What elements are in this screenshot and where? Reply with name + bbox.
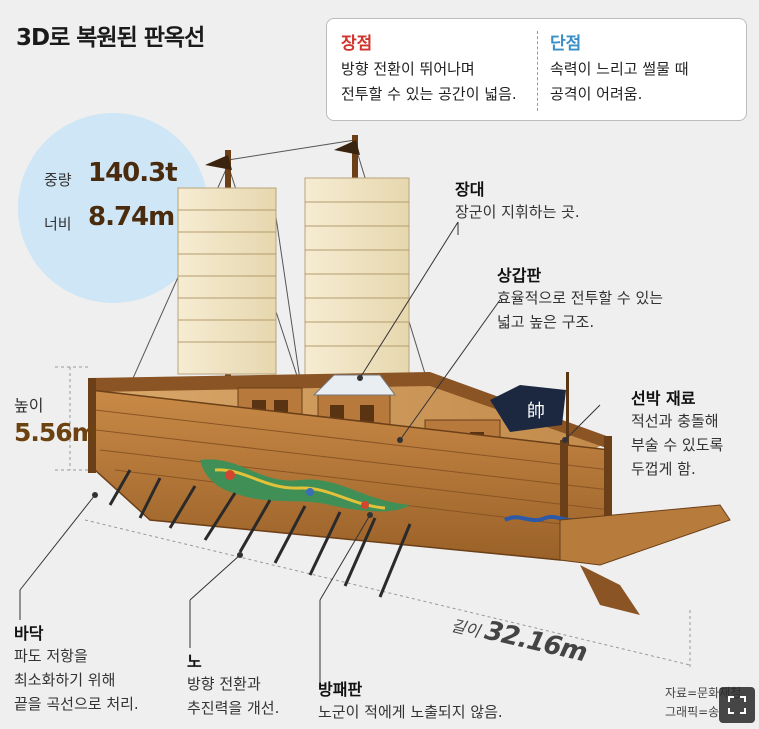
stats-circle: 중량 140.3t 너비 8.74m: [18, 113, 208, 303]
callout-heading: 방패판: [318, 680, 363, 699]
front-sail: [177, 187, 277, 375]
pros-heading: 장점: [341, 34, 373, 54]
divider: [537, 31, 538, 111]
callout-text: 노군이 적에게 노출되지 않음.: [318, 703, 503, 721]
callout-heading: 상갑판: [497, 266, 542, 285]
rudder: [580, 565, 640, 615]
callout-heading: 선박 재료: [631, 389, 696, 408]
cons-text: 속력이 느리고 썰물 때 공격이 어려움.: [550, 57, 689, 107]
width-label: 너비: [44, 215, 72, 233]
callout-sanggap: 상갑판 효율적으로 전투할 수 있는 넓고 높은 구조.: [497, 262, 663, 334]
stern: [559, 504, 731, 566]
cons-line: 공격이 어려움.: [550, 85, 643, 103]
callout-text: 두껍게 함.: [631, 460, 696, 478]
dragon-painting: [200, 459, 410, 512]
callout-text: 넓고 높은 구조.: [497, 313, 595, 331]
dimension-lines: [55, 366, 691, 670]
callout-text: 파도 저항을: [14, 647, 88, 665]
callout-text: 끝을 곡선으로 처리.: [14, 695, 139, 713]
callout-heading: 노: [187, 652, 202, 671]
oars: [108, 469, 412, 598]
height-value: 5.56m: [14, 418, 98, 447]
callout-lines: [19, 221, 601, 682]
cons-line: 속력이 느리고 썰물 때: [550, 60, 689, 78]
callout-material: 선박 재료 적선과 충돌해 부술 수 있도록 두껍게 함.: [631, 385, 723, 481]
callout-heading: 장대: [455, 180, 485, 199]
callout-shield: 방패판 노군이 적에게 노출되지 않음.: [318, 676, 503, 724]
graphic-credit: 그래픽=송: [665, 705, 720, 719]
callout-text: 효율적으로 전투할 수 있는: [497, 289, 664, 307]
callout-text: 적선과 충돌해: [631, 412, 719, 430]
callout-bottom: 바닥 파도 저항을 최소화하기 위해 끝을 곡선으로 처리.: [14, 620, 139, 716]
callout-dots: [92, 375, 568, 558]
callout-heading: 바닥: [14, 624, 44, 643]
callout-jangdae: 장대 장군이 지휘하는 곳.: [455, 176, 580, 224]
pros-text: 방향 전환이 뛰어나며 전투할 수 있는 공간이 넓음.: [341, 57, 517, 107]
deck-railing: [90, 372, 612, 450]
weight-label: 중량: [44, 171, 72, 189]
hull-posts: [88, 378, 612, 560]
flag-text: 帥: [527, 401, 545, 422]
callout-text: 장군이 지휘하는 곳.: [455, 203, 580, 221]
callout-text: 최소화하기 위해: [14, 671, 116, 689]
cons-heading: 단점: [550, 34, 582, 54]
flag-pole: [566, 372, 569, 462]
callout-oar: 노 방향 전환과 추진력을 개선.: [187, 648, 279, 720]
length-label: 길이: [448, 615, 482, 641]
width-value: 8.74m: [88, 202, 175, 232]
pros-line: 전투할 수 있는 공간이 넓음.: [341, 85, 517, 103]
mast-flag: [205, 155, 232, 170]
mast-flag: [334, 140, 360, 155]
main-sail: [304, 177, 410, 379]
callout-text: 방향 전환과: [187, 675, 261, 693]
commander-flag: [490, 385, 566, 432]
callout-text: 부술 수 있도록: [631, 436, 724, 454]
height-label: 높이: [14, 396, 44, 415]
page-title: 3D로 복원된 판옥선: [16, 25, 205, 51]
pros-line: 방향 전환이 뛰어나며: [341, 60, 475, 78]
weight-value: 140.3t: [88, 158, 178, 188]
expand-button[interactable]: [719, 687, 755, 723]
callout-text: 추진력을 개선.: [187, 699, 280, 717]
pros-cons-box: 장점 방향 전환이 뛰어나며 전투할 수 있는 공간이 넓음. 단점 속력이 느…: [326, 18, 747, 121]
expand-icon: [728, 696, 746, 714]
